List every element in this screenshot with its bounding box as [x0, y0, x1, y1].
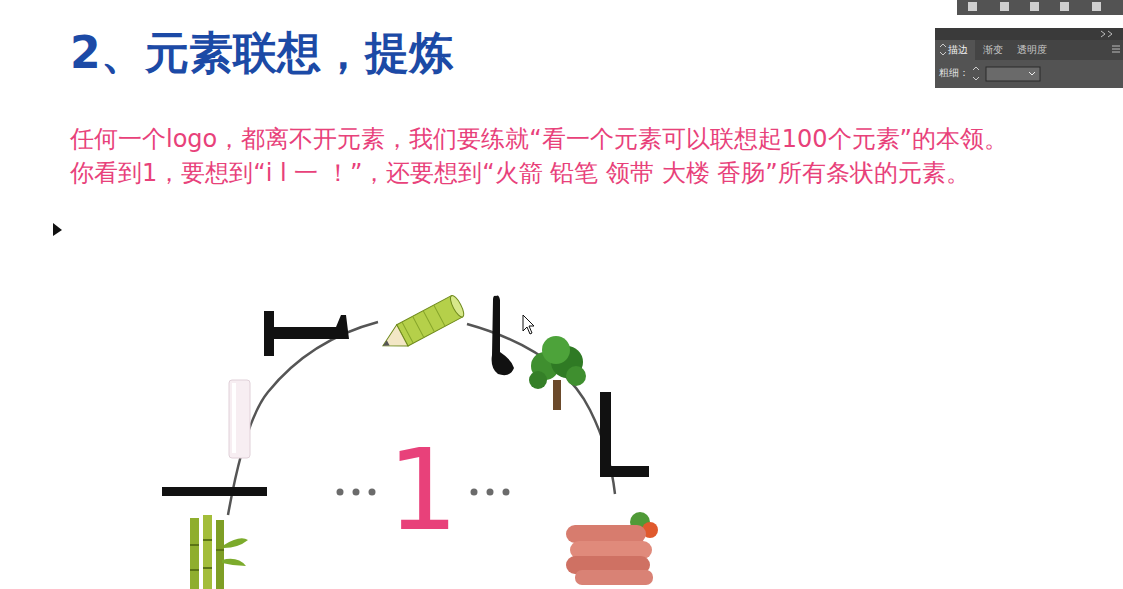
spinner-icon [973, 67, 979, 80]
panel-tab: 渐变 [983, 44, 1003, 56]
collapse-icon [1101, 31, 1112, 37]
panel-tab: 描边 [948, 44, 968, 56]
bar-shape [162, 487, 267, 496]
dropdown-icon [1029, 72, 1035, 75]
active-tab [935, 40, 975, 60]
toggle-icon [940, 44, 946, 55]
bamboo [190, 515, 248, 589]
toolbar [957, 0, 1123, 15]
body-text: 任何一个logo，都离不开元素，我们要练就“看一个元素可以联想起100个元素”的… [70, 126, 1008, 154]
big-number: 1 [387, 434, 458, 546]
arc-line [228, 322, 378, 515]
mouse-cursor [523, 315, 534, 334]
cursor [53, 223, 62, 236]
h-shape [264, 311, 349, 356]
panel-tabs [935, 40, 1123, 60]
brush-stroke [492, 296, 514, 376]
l-shape [600, 392, 649, 477]
body-text: 你看到1，要想到“i l 一 ！”，还要想到“火箭 铅笔 领带 大楼 香肠”所有… [70, 160, 970, 188]
slide-title: 2、元素联想，提炼 [70, 28, 453, 79]
pencil [377, 294, 466, 357]
panel-bar [935, 28, 1123, 40]
toolbar-icons [968, 2, 1101, 11]
input-box [986, 67, 1040, 81]
tree [529, 336, 586, 410]
menu-icon [1112, 46, 1120, 52]
panel-tab: 透明度 [1017, 44, 1047, 56]
arc-line [467, 324, 615, 494]
bottle [229, 380, 250, 458]
panel [935, 28, 1123, 88]
sausages [566, 512, 658, 585]
panel-field: 粗细： [939, 67, 969, 79]
